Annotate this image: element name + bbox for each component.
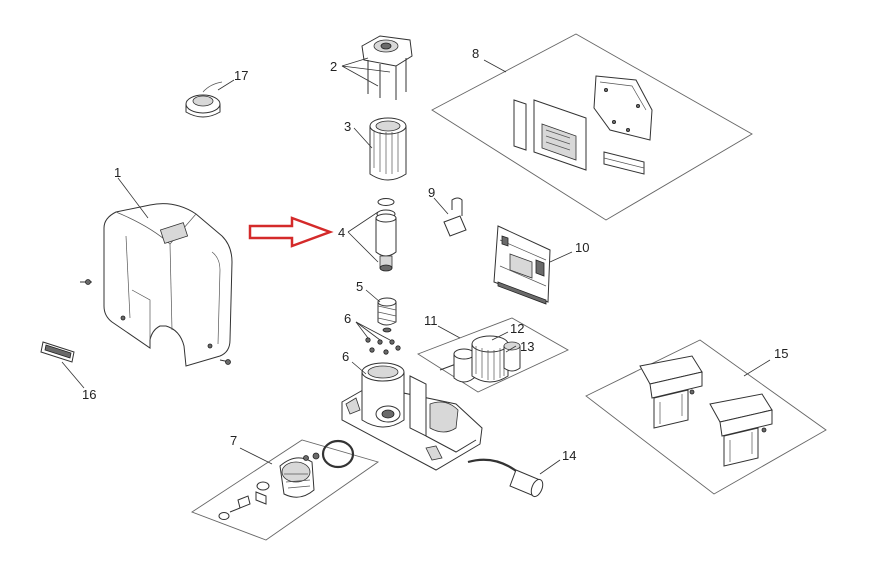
callout-labels: 1 2 3 4 5 6 6 7 8 9 10 11 12 13 14 15 16… xyxy=(82,46,788,463)
screw-left xyxy=(80,279,92,285)
part-17-ring-magnet xyxy=(185,79,235,118)
screw-right xyxy=(219,359,231,365)
callout-15: 15 xyxy=(774,346,788,361)
part-6-screws xyxy=(355,321,401,355)
part-16-label-plate xyxy=(40,341,85,389)
part-15-rack-limit-brackets xyxy=(585,339,827,495)
callout-6-screws: 6 xyxy=(344,311,351,326)
callout-7: 7 xyxy=(230,433,237,448)
callout-3: 3 xyxy=(344,119,351,134)
callout-6-base: 6 xyxy=(342,349,349,364)
highlight-arrow xyxy=(248,216,334,248)
part-10-circuit-board xyxy=(493,225,573,305)
callout-9: 9 xyxy=(428,185,435,200)
callout-11: 11 xyxy=(424,313,438,328)
gear-assembly-box xyxy=(417,317,569,393)
callout-10: 10 xyxy=(575,240,589,255)
callout-13: 13 xyxy=(520,339,534,354)
callout-2: 2 xyxy=(330,59,337,74)
callout-16: 16 xyxy=(82,387,96,402)
callout-17: 17 xyxy=(234,68,248,83)
part-11-output-shaft xyxy=(439,348,475,383)
callout-12: 12 xyxy=(510,321,524,336)
part-6-gearbox-base xyxy=(341,361,483,471)
part-9-limit-switch xyxy=(433,197,467,237)
part-5-worm-screw xyxy=(365,289,397,333)
callout-8: 8 xyxy=(472,46,479,61)
callout-5: 5 xyxy=(356,279,363,294)
part-7-gearbox-cover xyxy=(191,439,380,541)
part-2-motor-bracket xyxy=(341,35,413,100)
callout-1: 1 xyxy=(114,165,121,180)
part-13-bushing xyxy=(503,341,521,372)
part-1-cover xyxy=(80,177,233,367)
part-4-rotor xyxy=(347,198,397,272)
part-12-gear xyxy=(471,335,509,383)
part-8-control-unit xyxy=(431,33,753,221)
o-ring xyxy=(321,439,355,469)
callout-14: 14 xyxy=(562,448,576,463)
part-3-motor-housing xyxy=(353,117,407,181)
callout-4: 4 xyxy=(338,225,345,240)
part-14-capacitor xyxy=(467,458,561,498)
